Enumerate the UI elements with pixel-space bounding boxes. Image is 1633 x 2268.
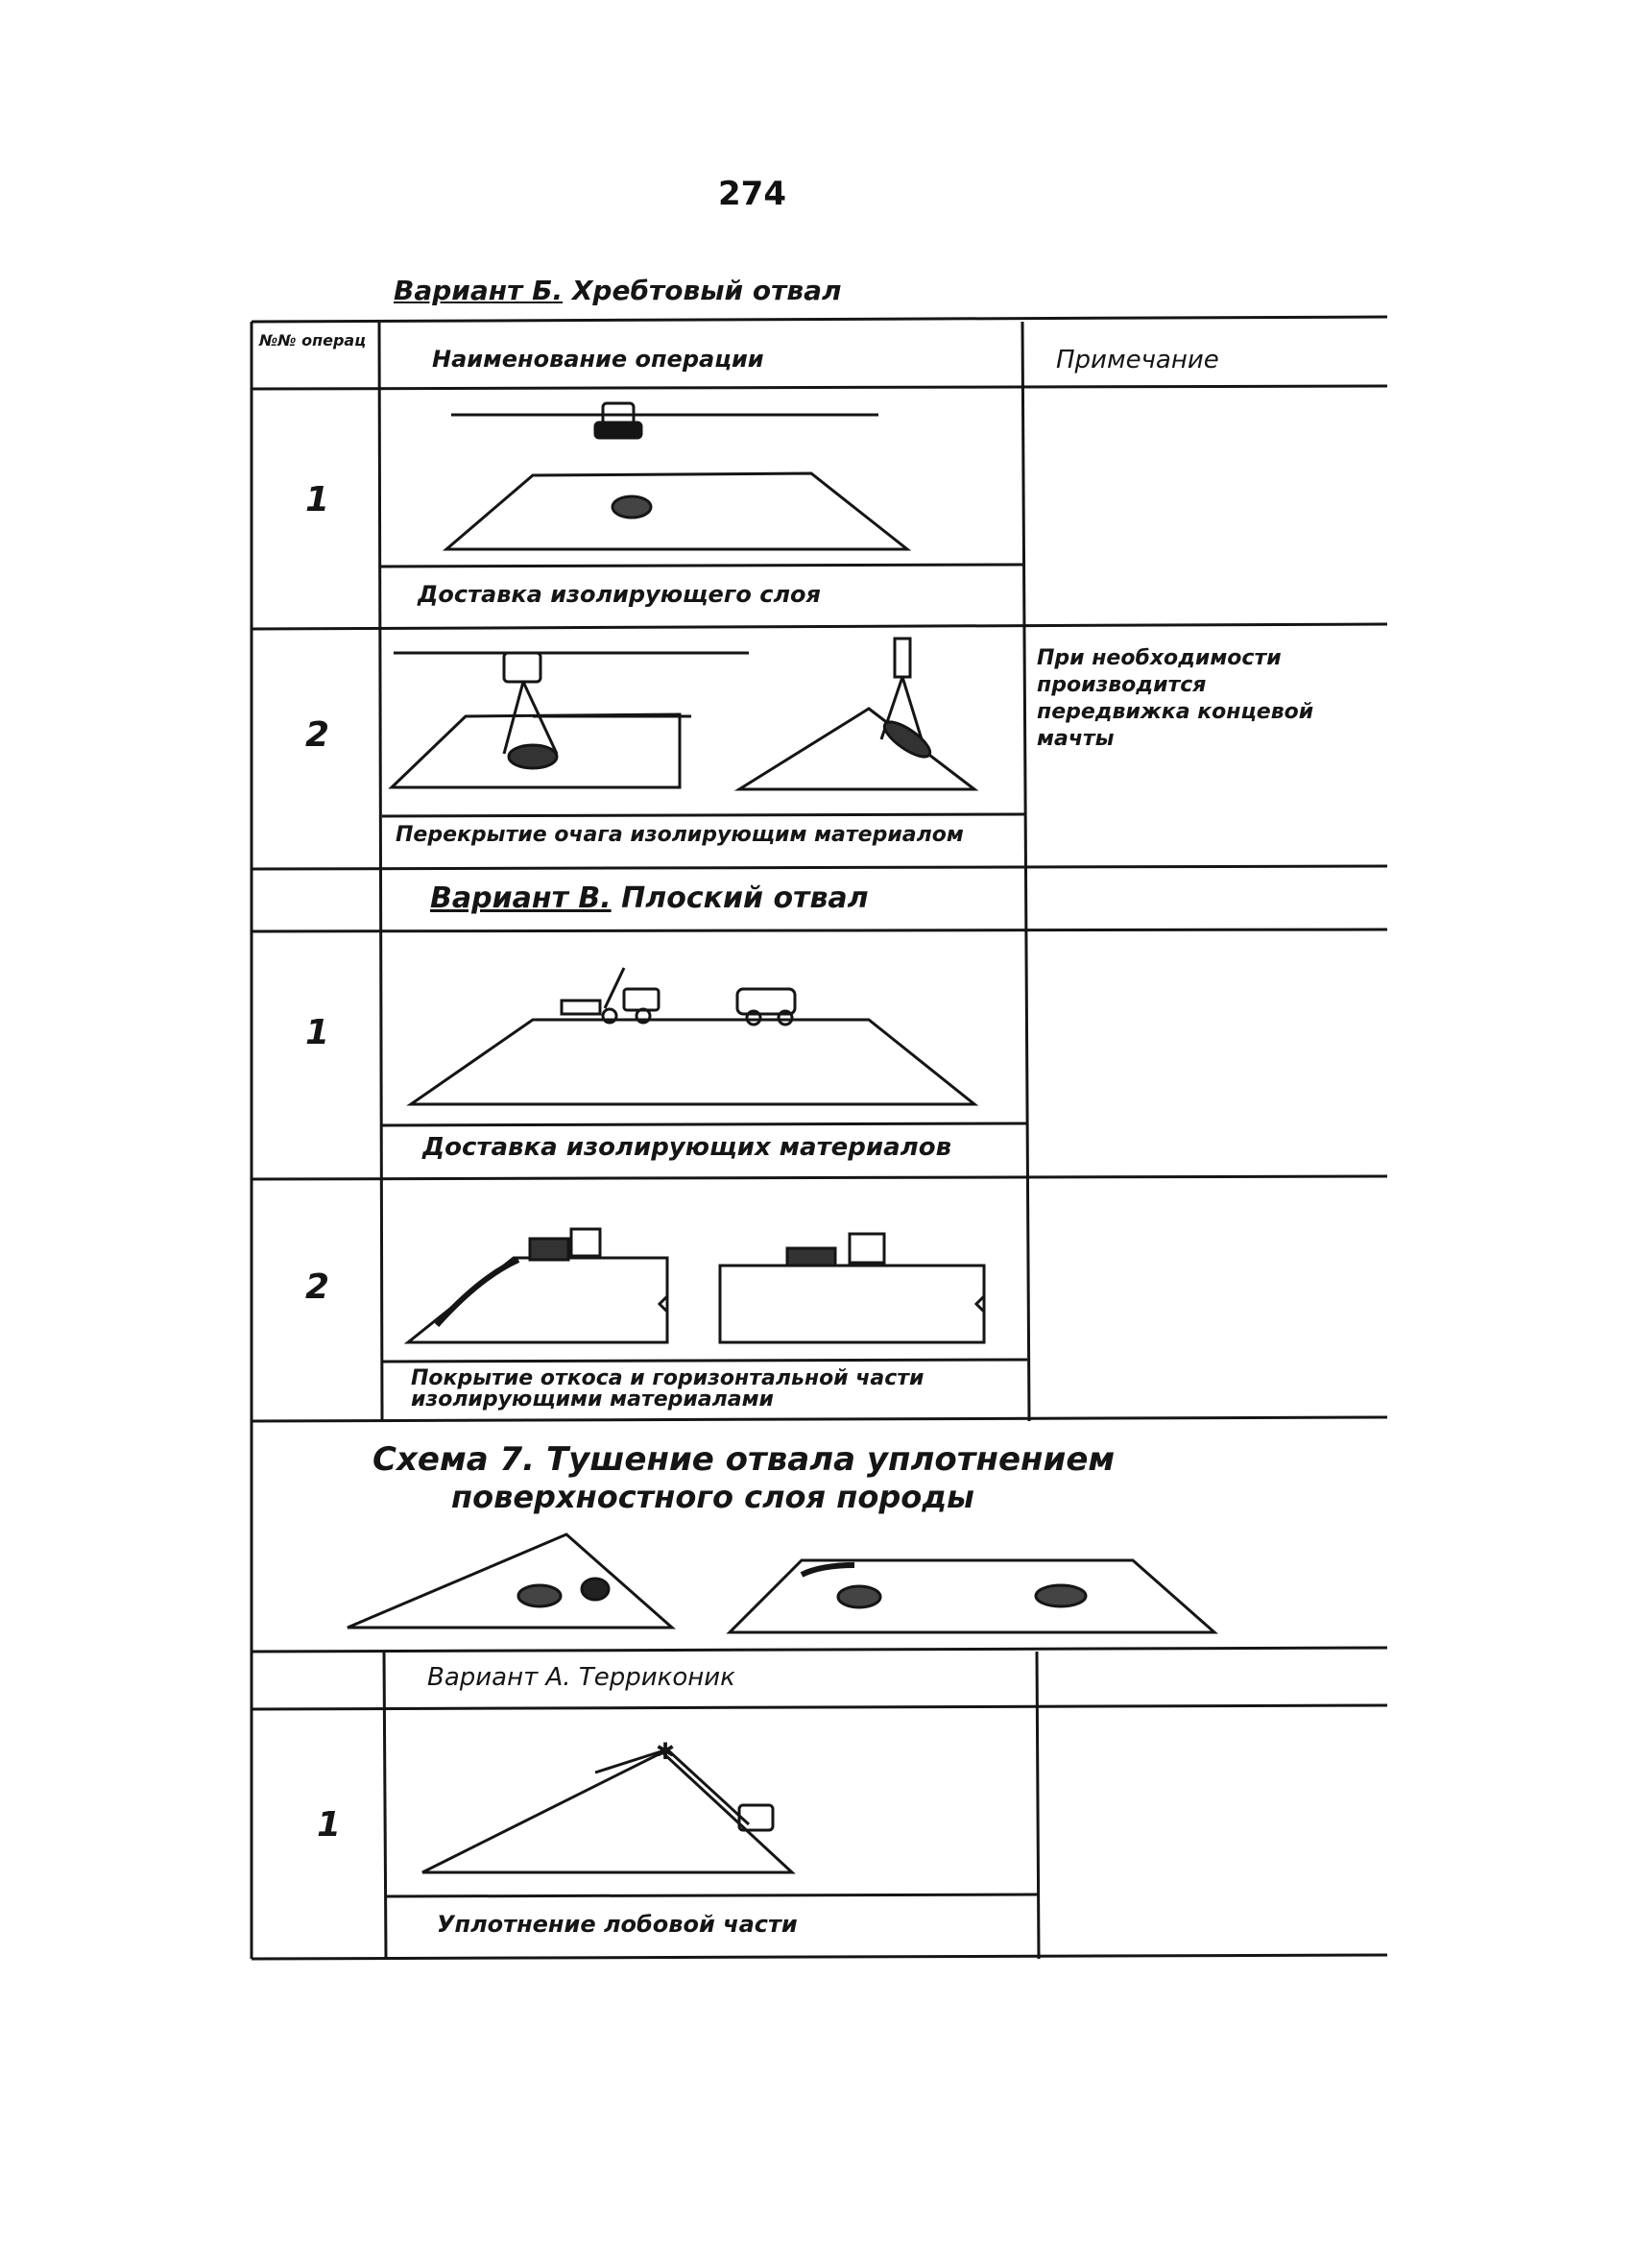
variant-v-title: Плоский отвал [621, 881, 869, 915]
sketches: ✱ [347, 401, 1218, 1874]
variant-b-title: Хребтовый отвал [571, 275, 842, 306]
col-num-header: №№ операц [259, 331, 367, 350]
scheme-7-title-line1: Тушение отвала уплотнением [545, 1440, 1116, 1479]
variant-a-label: Вариант А. [427, 1663, 571, 1692]
scheme-7-title-line2: поверхностного слоя породы [451, 1479, 974, 1515]
svg-text:✱: ✱ [656, 1738, 675, 1765]
scheme-7-label: Схема 7. [372, 1440, 536, 1479]
row-note: При необходимости производится передвижк… [1037, 646, 1314, 751]
variant-a-title: Терриконик [578, 1663, 735, 1692]
col-note-header: Примечание [1056, 346, 1219, 374]
variant-b-label: Вариант Б. [394, 275, 564, 306]
variant-a-heading: Вариант А. Терриконик [427, 1663, 735, 1692]
row-caption: Перекрытие очага изолирующим материалом [396, 823, 964, 847]
row-number: 1 [317, 1805, 342, 1845]
variant-b-heading: Вариант Б. Хребтовый отвал [394, 275, 841, 306]
scheme-7-heading: Схема 7. Тушение отвала уплотнением [372, 1440, 1115, 1479]
variant-v-heading: Вариант В. Плоский отвал [430, 881, 869, 915]
row-caption: Уплотнение лобовой части [437, 1911, 798, 1938]
page-number: 274 [718, 175, 786, 213]
row-number: 2 [305, 1267, 330, 1307]
row-number: 2 [305, 715, 330, 755]
row-caption: Покрытие откоса и горизонтальной части и… [411, 1366, 925, 1411]
row-caption: Доставка изолирующих материалов [422, 1133, 952, 1162]
col-name-header: Наименование операции [432, 346, 764, 373]
variant-v-label: Вариант В. [430, 881, 612, 915]
row-number: 1 [305, 1013, 330, 1052]
row-caption: Доставка изолирующего слоя [418, 581, 821, 608]
row-number: 1 [305, 480, 330, 519]
